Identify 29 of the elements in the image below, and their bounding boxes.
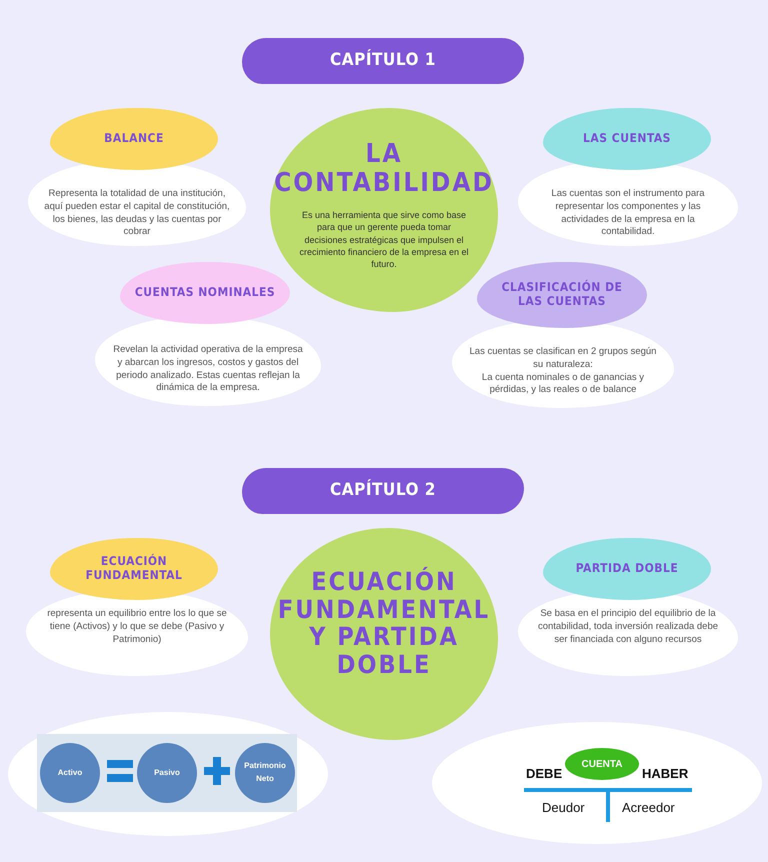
equation-term: Activo bbox=[56, 766, 84, 779]
topic-title: LAS CUENTAS bbox=[582, 132, 672, 146]
chapter-banner bbox=[242, 468, 524, 514]
account-title: CUENTA bbox=[582, 758, 622, 770]
equation-panel bbox=[37, 734, 297, 812]
column-label: Acreedor bbox=[622, 800, 675, 815]
column-heading: HABER bbox=[642, 766, 688, 781]
equation-term: Pasivo bbox=[153, 766, 181, 779]
chapter-title: CAPÍTULO 2 bbox=[330, 481, 436, 501]
column-label: Deudor bbox=[542, 800, 585, 815]
description-text: Las cuentas se clasifican en 2 grupos según su naturaleza: bbox=[468, 346, 658, 372]
column-heading: DEBE bbox=[526, 766, 562, 781]
topic-title: PARTIDA DOBLE bbox=[574, 562, 680, 576]
chapter-title: CAPÍTULO 1 bbox=[330, 51, 436, 71]
central-title: LA CONTABILIDAD bbox=[274, 140, 494, 198]
topic-title: ECUACIÓN FUNDAMENTAL bbox=[84, 555, 184, 583]
topic-title: CLASIFICACIÓN DE LAS CUENTAS bbox=[500, 281, 624, 309]
description-text: Representa la totalidad de una institución, aquí pueden estar el capital de constitución, los bienes, las deudas y las cuentas por cobrar bbox=[44, 188, 230, 240]
central-description: Es una herramienta que sirve como base para que un gerente pueda tomar decisiones estratégicas que impulsen el crecimiento financiero de la empresa en el futuro. bbox=[298, 209, 470, 270]
description-text: Revelan la actividad operativa de la empresa y abarcan los ingresos, costos y gastos del periodo analizado. Estas cuentas reflejan la dinámica de la empresa. bbox=[112, 344, 304, 396]
topic-title: CUENTAS NOMINALES bbox=[134, 286, 276, 300]
description-text: La cuenta nominales o de ganancias y pérdidas, y las reales o de balance bbox=[480, 372, 646, 398]
description-text: Las cuentas son el instrumento para representar los componentes y las actividades de la empresa en la contabilidad. bbox=[550, 188, 706, 240]
equation-term: Patrimonio Neto bbox=[243, 760, 287, 785]
description-text: Se basa en el principio del equilibrio de la contabilidad, toda inversión realizada debe ser financiada con alguno recursos bbox=[536, 608, 720, 646]
central-title: ECUACIÓN FUNDAMENTAL Y PARTIDA DOBLE bbox=[278, 568, 490, 678]
description-text: representa un equilibrio entre los lo que se tiene (Activos) y lo que se debe (Pasivo y Patrimonio) bbox=[46, 608, 228, 646]
chapter-banner bbox=[242, 38, 524, 84]
topic-title: BALANCE bbox=[103, 132, 165, 146]
